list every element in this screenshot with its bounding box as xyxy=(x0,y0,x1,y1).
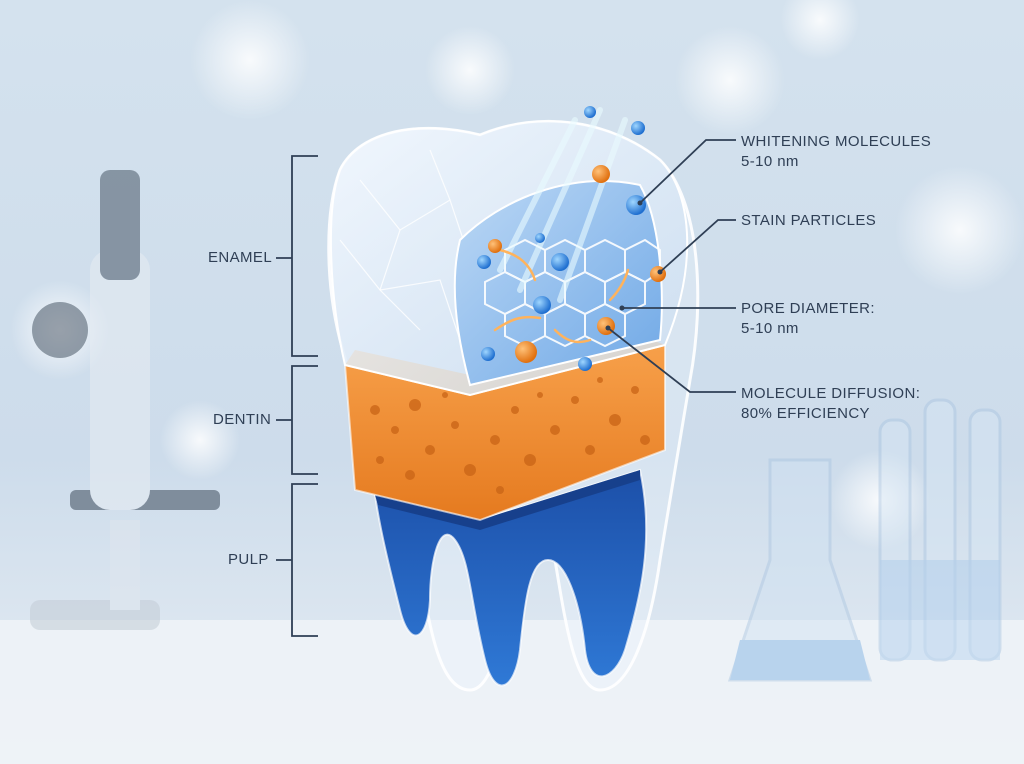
callout-leaders xyxy=(607,139,736,393)
dentin-bracket xyxy=(276,365,318,475)
pore-diameter-value: 5-10 nm xyxy=(741,320,799,337)
enamel-facets xyxy=(339,149,471,341)
stain-leader xyxy=(659,219,736,273)
whitening-leader xyxy=(639,139,736,204)
callout-dots xyxy=(605,200,663,331)
bokeh-lights xyxy=(10,0,1024,550)
stain-particles-callout: STAIN PARTICLES xyxy=(741,211,876,231)
hexagon-lattice xyxy=(484,238,661,348)
light-beams xyxy=(497,107,628,303)
dentin-label: DENTIN xyxy=(213,411,272,428)
pore-diameter-callout: PORE DIAMETER: 5-10 nm xyxy=(741,299,875,339)
whitening-molecules-title: WHITENING MOLECULES xyxy=(741,133,932,150)
pulp-layer xyxy=(373,468,648,687)
pulp-label: PULP xyxy=(228,551,269,568)
pore-diameter-title: PORE DIAMETER: xyxy=(741,300,875,317)
molecule-diffusion-title: MOLECULE DIFFUSION: xyxy=(741,385,921,402)
pulp-bracket xyxy=(276,483,318,637)
diffusion-leader xyxy=(607,327,736,393)
glassware-blurred xyxy=(727,398,1002,682)
diffusion-arrows xyxy=(493,248,630,344)
whitening-molecules-size: 5-10 nm xyxy=(741,153,799,170)
molecule-diffusion-value: 80% EFFICIENCY xyxy=(741,405,870,422)
whitening-molecules xyxy=(477,106,646,371)
whitening-molecules-callout: WHITENING MOLECULES 5-10 nm xyxy=(741,132,931,172)
pulp-top-face xyxy=(375,470,640,530)
enamel-label: ENAMEL xyxy=(208,249,273,266)
stain-particles-title: STAIN PARTICLES xyxy=(741,212,877,229)
molecule-diffusion-callout: MOLECULE DIFFUSION: 80% EFFICIENCY xyxy=(741,384,920,424)
microscope-blurred xyxy=(30,170,220,630)
layer-brackets xyxy=(276,155,318,637)
dentin-pores xyxy=(370,377,650,494)
enamel-bracket xyxy=(276,155,318,357)
